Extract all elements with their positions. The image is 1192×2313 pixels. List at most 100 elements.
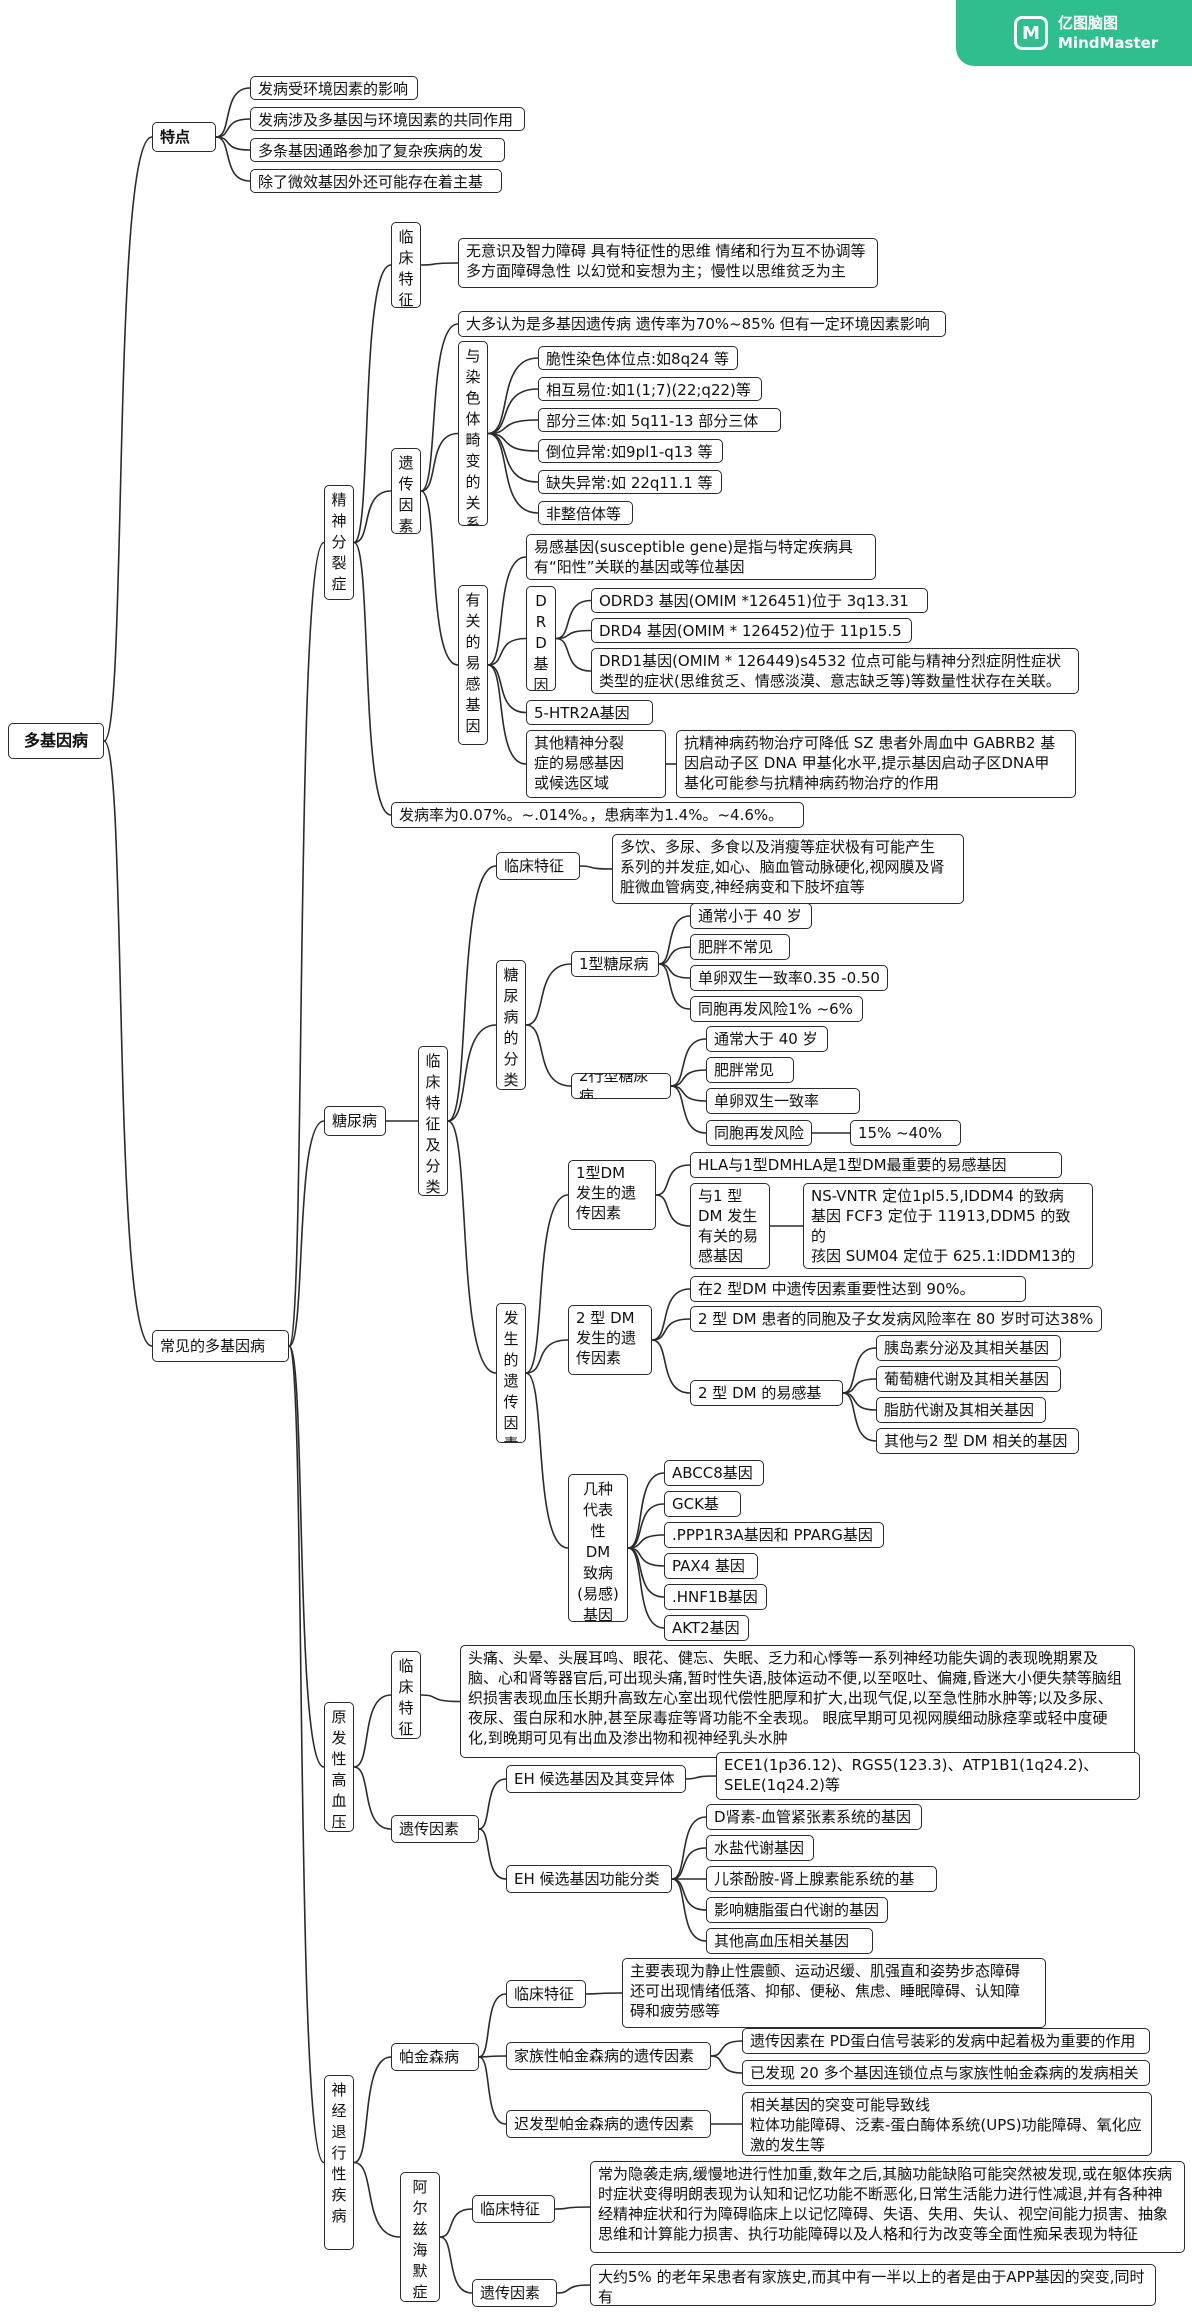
node-common-diabetes-rep-items-1[interactable]: GCK基因 <box>664 1491 741 1517</box>
node-common-schizo-drd-label[interactable]: D R D 基 因 <box>526 586 556 691</box>
connector-pkCt <box>585 1992 623 1995</box>
node-common-diabetes-dm1-hla[interactable]: HLA与1型DMHLA是1型DM最重要的易感基因 <box>690 1152 1062 1178</box>
node-common-diabetes-rep-items-0[interactable]: ABCC8基因 <box>664 1460 764 1486</box>
node-common-hypertension-eh-func-label[interactable]: EH 候选基因功能分类 <box>506 1865 672 1893</box>
node-common-diabetes-t1-items-1[interactable]: 肥胖不常见 <box>690 934 790 960</box>
node-common-schizo-chrom-items-0[interactable]: 脆性染色体位点:如8q24 等 <box>538 346 738 370</box>
node-common-diabetes-gen-label[interactable]: 发 生 的 遗 传 因 素 <box>496 1303 526 1443</box>
node-common-neuro-parkinson-label[interactable]: 帕金森病 <box>391 2043 479 2071</box>
node-features-items-2[interactable]: 多条基因通路参加了复杂疾病的发生 <box>250 138 505 162</box>
node-common-neuro-label[interactable]: 神 经 退 行 性 疾 病 <box>324 2075 354 2250</box>
node-common-diabetes-class-label[interactable]: 糖 尿 病 的 分 类 <box>496 960 526 1090</box>
node-features-label[interactable]: 特点 <box>152 122 216 152</box>
node-common-diabetes-dm1-assoc-text[interactable]: NS-VNTR 定位1pl5.5,IDDM4 的致病 基因 FCF3 定位于 1… <box>803 1183 1093 1269</box>
logo-chinese-name: 亿图脑图 <box>1058 14 1119 32</box>
node-common-diabetes-dm1-assoc-label[interactable]: 与1 型 DM 发生 有关的易 感基因 <box>690 1183 770 1269</box>
node-common-neuro-alzheimer-genetic-label[interactable]: 遗传因素 <box>472 2279 557 2307</box>
node-common-neuro-parkinson-clinical-label[interactable]: 临床特征 <box>506 1980 586 2008</box>
node-common-hypertension-eh-var-text[interactable]: ECE1(1p36.12)、RGS5(123.3)、ATP1B1(1q24.2)… <box>716 1752 1140 1800</box>
node-common-diabetes-t2-items-3[interactable]: 同胞再发风险 <box>706 1120 812 1146</box>
node-features-items-1[interactable]: 发病涉及多基因与环境因素的共同作用 <box>250 107 525 131</box>
node-common-diabetes-t1-items-3[interactable]: 同胞再发风险1% ~6% <box>690 996 863 1022</box>
node-common-diabetes-t1-items-0[interactable]: 通常小于 40 岁 <box>690 903 812 929</box>
node-common-neuro-parkinson-familial-items-1[interactable]: 已发现 20 多个基因连锁位点与家族性帕金森病的发病相关 <box>742 2060 1150 2086</box>
node-common-schizo-chrom-items-4[interactable]: 缺失异常:如 22q11.1 等 <box>538 470 722 494</box>
node-common-diabetes-t1-label[interactable]: 1型糖尿病 <box>571 951 659 977</box>
node-common-diabetes-t2-label[interactable]: 2行型糖尿病 <box>571 1073 671 1099</box>
connector-d2 <box>555 637 592 672</box>
node-common-hypertension-clinical-label[interactable]: 临 床 特 征 <box>391 1651 421 1739</box>
connector-szO <box>487 664 527 765</box>
node-common-neuro-parkinson-familial-label[interactable]: 家族性帕金森病的遗传因素 <box>506 2042 711 2070</box>
node-common-neuro-parkinson-late-label[interactable]: 迟发型帕金森病的遗传因素 <box>506 2110 711 2138</box>
node-common-hypertension-eh-func-items-4[interactable]: 其他高血压相关基因 <box>706 1928 873 1954</box>
node-common-hypertension-eh-func-items-3[interactable]: 影响糖脂蛋白代谢的基因 <box>706 1897 888 1923</box>
node-common-schizo-htr[interactable]: 5-HTR2A基因 <box>526 700 653 725</box>
node-common-schizo-chrom-items-5[interactable]: 非整倍体等 <box>538 501 633 525</box>
node-features-items-3[interactable]: 除了微效基因外还可能存在着主基因 <box>250 169 502 193</box>
node-common-hypertension-eh-var-label[interactable]: EH 候选基因及其变异体 <box>506 1765 686 1793</box>
node-features-items-0[interactable]: 发病受环境因素的影响 <box>250 76 418 100</box>
node-common-schizo-chrom-items-2[interactable]: 部分三体:如 5q11-13 部分三体等 <box>538 408 781 432</box>
node-common-neuro-alzheimer-label[interactable]: 阿 尔 兹 海 默 症 <box>400 2172 440 2302</box>
node-common-schizo-clinical-label[interactable]: 临 床 特 征 <box>391 222 421 308</box>
node-common-hypertension-clinical-text[interactable]: 头痛、头晕、头展耳鸣、眼花、健忘、失眠、乏力和心悸等一系列神经功能失调的表现晚期… <box>460 1645 1135 1758</box>
node-common-diabetes-rep-label[interactable]: 几种 代表 性 DM 致病 (易感) 基因 <box>568 1474 628 1622</box>
node-common-schizo-drd-items-0[interactable]: ODRD3 基因(OMIM *126451)位于 3q13.31 <box>591 588 928 613</box>
node-common-diabetes-dm2-sus-items-0[interactable]: 胰岛素分泌及其相关基因 <box>876 1335 1061 1361</box>
node-common-neuro-alzheimer-clinical-label[interactable]: 临床特征 <box>472 2195 555 2223</box>
connector-ehF <box>478 1828 507 1880</box>
node-common-hypertension-label[interactable]: 原 发 性 高 血 压 <box>324 1702 354 1832</box>
node-common-diabetes-dm1-label[interactable]: 1型DM 发生的遗 传因素 <box>568 1160 656 1230</box>
node-common-schizo-suscept-def[interactable]: 易感基因(susceptible gene)是指与特定疾病具 有“阳性”关联的基… <box>526 534 876 580</box>
node-common-neuro-parkinson-clinical-text[interactable]: 主要表现为静止性震颤、运动迟缓、肌强直和姿势步态障碍 还可出现情绪低落、抑郁、便… <box>622 1958 1046 2028</box>
node-common-diabetes-dm2-sus-items-3[interactable]: 其他与2 型 DM 相关的基因 <box>876 1428 1079 1454</box>
node-common-schizo-clinical-text[interactable]: 无意识及智力障碍 具有特征性的思维 情绪和行为互不协调等 多方面障碍急性 以幻觉… <box>458 238 878 288</box>
node-common-diabetes-dm2-label[interactable]: 2 型 DM 发生的遗 传因素 <box>568 1305 652 1375</box>
node-common-schizo-incidence[interactable]: 发病率为0.07%。~.014%。，患病率为1.4%。~4.6%。 <box>391 802 804 828</box>
node-common-diabetes-clinical-label[interactable]: 临床特征 <box>496 852 580 880</box>
node-common-schizo-label[interactable]: 精 神 分 裂 症 <box>324 485 354 600</box>
node-common-neuro-parkinson-late-text[interactable]: 相关基因的突变可能导致线 粒体功能障碍、泛素-蛋白酶体系统(UPS)功能障碍、氧… <box>742 2092 1152 2156</box>
connector-ht <box>288 1345 325 1768</box>
node-common-diabetes-t2-items-0[interactable]: 通常大于 40 岁 <box>706 1026 828 1052</box>
node-common-diabetes-rep-items-2[interactable]: .PPP1R3A基因和 PPARG基因 <box>664 1522 884 1548</box>
node-common-schizo-drd-items-1[interactable]: DRD4 基因(OMIM * 126452)位于 11p15.5 <box>591 618 912 643</box>
node-common-diabetes-clin-cls-label[interactable]: 临 床 特 征 及 分 类 <box>418 1046 448 1196</box>
node-common-diabetes-t1-items-2[interactable]: 单卵双生一致率0.35 -0.50 <box>690 965 888 991</box>
node-common-hypertension-eh-func-items-0[interactable]: D肾素-血管紧张素系统的基因 <box>706 1804 922 1830</box>
node-common-schizo-drd-items-2[interactable]: DRD1基因(OMIM * 126449)s4532 位点可能与精神分烈症阴性症… <box>591 648 1079 694</box>
node-common-diabetes-dm2-items-0[interactable]: 在2 型DM 中遗传因素重要性达到 90%。 <box>690 1276 1026 1302</box>
node-common-diabetes-t2-risk-value[interactable]: 15% ~40% <box>850 1120 961 1146</box>
node-common-schizo-suscept-label[interactable]: 有 关 的 易 感 基 因 <box>458 585 488 745</box>
node-common-diabetes-t2-items-1[interactable]: 肥胖常见 <box>706 1057 794 1083</box>
node-common-diabetes-clinical-text[interactable]: 多饮、多尿、多食以及消瘦等症状极有可能产生 系列的并发症,如心、脑血管动脉硬化,… <box>612 834 964 904</box>
node-common-diabetes-dm2-items-1[interactable]: 2 型 DM 患者的同胞及子女发病风险率在 80 岁时可达38% <box>690 1306 1102 1332</box>
connector-ch3 <box>487 432 539 452</box>
node-common-diabetes-rep-items-3[interactable]: PAX4 基因 <box>664 1553 758 1579</box>
node-common-neuro-parkinson-familial-items-0[interactable]: 遗传因素在 PD蛋白信号装彩的发病中起着极为重要的作用 <box>742 2028 1150 2054</box>
node-common-diabetes-dm2-sus-items-2[interactable]: 脂肪代谢及其相关基因 <box>876 1397 1046 1423</box>
node-common-diabetes-label[interactable]: 糖尿病 <box>324 1106 386 1136</box>
connector-f3 <box>215 136 251 182</box>
node-common-hypertension-eh-func-items-2[interactable]: 儿茶酚胺-肾上腺素能系统的基因 <box>706 1866 937 1892</box>
node-common-diabetes-dm2-sus-items-1[interactable]: 葡萄糖代谢及其相关基因 <box>876 1366 1061 1392</box>
node-common-schizo-chrom-items-1[interactable]: 相互易位:如1(1;7)(22;q22)等 <box>538 377 762 401</box>
node-common-neuro-alzheimer-clinical-text[interactable]: 常为隐袭走病,缓慢地进行性加重,数年之后,其脑功能缺陷可能突然被发现,或在躯体疾… <box>590 2161 1185 2253</box>
node-common-schizo-genetic-label[interactable]: 遗 传 因 素 <box>391 448 421 534</box>
node-common-label[interactable]: 常见的多基因病 <box>152 1330 289 1362</box>
node-common-neuro-alzheimer-genetic-text[interactable]: 大约5% 的老年呆患者有家族史,而其中有一半以上的者是由于APP基因的突变,同时… <box>590 2264 1156 2306</box>
node-common-diabetes-rep-items-5[interactable]: AKT2基因 <box>664 1615 749 1641</box>
node-common-schizo-other-text[interactable]: 抗精神病药物治疗可降低 SZ 患者外周血中 GABRB2 基 因启动子区 DNA… <box>676 730 1076 798</box>
connector-azC <box>439 2208 473 2238</box>
node-root[interactable]: 多基因病 <box>8 723 104 759</box>
node-common-schizo-chrom-items-3[interactable]: 倒位异常:如9pl1-q13 等 <box>538 439 723 463</box>
node-common-hypertension-genetic-label[interactable]: 遗传因素 <box>391 1815 479 1843</box>
node-common-schizo-other-label[interactable]: 其他精神分裂 症的易感基因 或候选区域 <box>526 730 666 798</box>
node-common-hypertension-eh-func-items-1[interactable]: 水盐代谢基因 <box>706 1835 814 1861</box>
node-common-schizo-chrom-label[interactable]: 与 染 色 体 畸 变 的 关 系 <box>458 341 488 526</box>
node-common-diabetes-t2-items-2[interactable]: 单卵双生一致率0.90 <box>706 1088 860 1114</box>
node-common-diabetes-rep-items-4[interactable]: .HNF1B基因 <box>664 1584 767 1610</box>
node-common-diabetes-dm2-sus-label[interactable]: 2 型 DM 的易感基因 <box>690 1380 843 1406</box>
node-common-schizo-heritability[interactable]: 大多认为是多基因遗传病 遗传率为70%~85% 但有一定环境因素影响 <box>458 311 946 337</box>
